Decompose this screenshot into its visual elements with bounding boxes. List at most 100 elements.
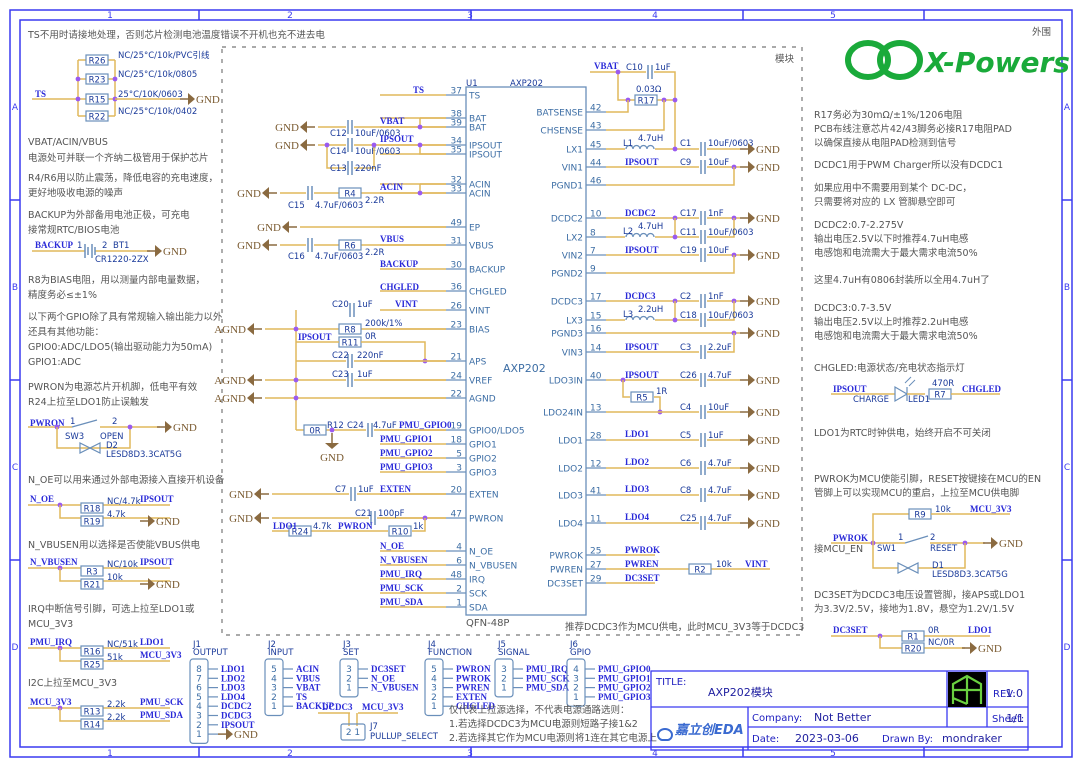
- svg-text:GND: GND: [275, 122, 299, 134]
- net-label: PMU_GPIO0: [598, 664, 651, 674]
- pin-number: 32: [451, 176, 462, 186]
- svg-text:GND: GND: [156, 516, 180, 528]
- svg-text:0R: 0R: [309, 427, 320, 437]
- svg-text:C26: C26: [680, 371, 697, 381]
- ground-icon: [188, 93, 195, 105]
- svg-text:R4: R4: [344, 190, 355, 200]
- note-pullup-1: 仅代表上拉源选择，不代表电源通路选则：: [449, 704, 630, 716]
- svg-text:RESET: RESET: [930, 544, 958, 554]
- svg-text:470R: 470R: [932, 379, 954, 389]
- resistor-icon: [85, 110, 109, 122]
- pin-name: SDA: [469, 604, 488, 614]
- svg-text:C10: C10: [626, 63, 643, 73]
- svg-text:10uF: 10uF: [708, 246, 729, 256]
- net-label: DCDC3: [625, 291, 656, 301]
- svg-text:J1: J1: [192, 640, 201, 650]
- svg-text:C7: C7: [335, 485, 346, 495]
- svg-text:OPEN: OPEN: [100, 432, 124, 442]
- pin-name: IRQ: [469, 576, 485, 586]
- note-r17-3: 以确保直接从电阻PAD检测到信号: [814, 137, 956, 149]
- ground-icon: [748, 327, 755, 339]
- note-dcdc3-1: DCDC3:0.7-3.5V: [814, 303, 892, 314]
- pin-name: SCK: [469, 590, 488, 600]
- note-pwrok-2: 管脚上可以实现MCU的重启，上拉至MCU供电脚: [814, 487, 1019, 499]
- svg-text:2.2R: 2.2R: [365, 248, 385, 258]
- svg-text:4.7k: 4.7k: [107, 510, 126, 520]
- ground-icon: [262, 187, 269, 199]
- pin-number: 41: [590, 487, 601, 497]
- svg-text:J6: J6: [569, 640, 578, 650]
- svg-text:INPUT: INPUT: [268, 648, 294, 658]
- svg-text:A: A: [12, 103, 19, 113]
- svg-text:4.7uF: 4.7uF: [708, 459, 732, 469]
- ground-icon: [148, 515, 155, 527]
- svg-text:GND: GND: [163, 246, 187, 258]
- pin-number: 46: [590, 177, 602, 187]
- svg-text:J2: J2: [267, 640, 276, 650]
- resistor-icon: [80, 565, 104, 577]
- note-gpio-4: GPIO1:ADC: [28, 357, 81, 368]
- eda-brand: 嘉立创EDA: [674, 722, 744, 738]
- net-label: IPSOUT: [625, 245, 659, 255]
- pin-name: GPIO3: [469, 469, 497, 479]
- net-label: N_OE: [30, 494, 54, 504]
- net-label: PWRON: [30, 418, 65, 428]
- svg-text:4: 4: [652, 11, 658, 21]
- company-label: Company:: [752, 713, 802, 724]
- svg-text:R21: R21: [84, 581, 101, 591]
- net-label: VINT: [745, 559, 768, 569]
- net-label: IPSOUT: [298, 332, 332, 342]
- ground-icon: [247, 392, 254, 404]
- junction-dot: [417, 190, 423, 196]
- svg-text:4: 4: [431, 674, 437, 684]
- note-mcu-en: 接MCU_EN: [814, 543, 863, 555]
- resistor-icon: [338, 239, 362, 251]
- pin-name: EXTEN: [469, 491, 499, 501]
- note-r4r6-2: 更好地吸收电源的噪声: [28, 187, 123, 199]
- svg-text:R20: R20: [905, 645, 922, 655]
- svg-text:C21: C21: [355, 509, 372, 519]
- resistor-icon: [288, 525, 312, 537]
- pin-name: APS: [469, 358, 487, 368]
- pin-name: VIN3: [562, 349, 583, 359]
- svg-text:L2: L2: [623, 227, 633, 237]
- svg-text:2 1: 2 1: [346, 728, 360, 738]
- jumper-icon: [340, 723, 366, 741]
- pin-name: TS: [468, 92, 480, 102]
- pin-name: CHSENSE: [540, 127, 583, 137]
- pin-name: PWREN: [550, 566, 583, 576]
- svg-text:C4: C4: [680, 403, 691, 413]
- svg-text:1uF: 1uF: [357, 370, 373, 380]
- svg-text:C: C: [12, 463, 18, 473]
- svg-text:2: 2: [102, 241, 107, 251]
- u1-package: QFN-48P: [466, 618, 509, 629]
- junction-dot: [417, 142, 423, 148]
- svg-text:AGND: AGND: [214, 393, 246, 405]
- svg-text:2.2k: 2.2k: [107, 700, 126, 710]
- svg-text:NC/10k: NC/10k: [107, 560, 138, 570]
- svg-text:R10: R10: [392, 528, 409, 538]
- note-ts: TS不用时请接地处理，否则芯片检测电池温度错误不开机也充不进去电: [27, 29, 325, 41]
- svg-text:GND: GND: [756, 375, 780, 387]
- svg-text:1: 1: [271, 702, 277, 712]
- svg-text:0.03Ω: 0.03Ω: [636, 85, 662, 95]
- sheet-value: 1/1: [1006, 712, 1024, 725]
- net-label: PMU_SDA: [140, 710, 183, 720]
- svg-text:FUNCTION: FUNCTION: [428, 648, 472, 658]
- svg-text:4: 4: [271, 674, 277, 684]
- svg-text:GND: GND: [237, 240, 261, 252]
- u1-center-label: AXP202: [503, 362, 546, 375]
- pin-name: ACIN: [469, 181, 491, 191]
- pin-number: 35: [451, 146, 462, 156]
- pin-name: VINT: [469, 307, 491, 317]
- pin-number: 42: [590, 104, 601, 114]
